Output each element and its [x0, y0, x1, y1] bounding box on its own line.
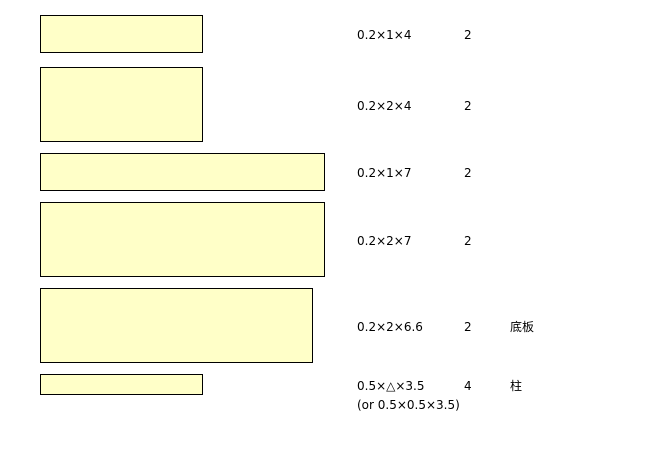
part-qty-6: 4 [464, 379, 472, 393]
part-dims-4: 0.2×2×7 [357, 234, 412, 248]
part-qty-5: 2 [464, 320, 472, 334]
part-dims-2: 0.2×2×4 [357, 99, 412, 113]
part-dims-5: 0.2×2×6.6 [357, 320, 423, 334]
board-panel-3 [40, 153, 325, 191]
board-panel-1 [40, 15, 203, 53]
part-qty-3: 2 [464, 166, 472, 180]
board-panel-5 [40, 288, 313, 363]
part-qty-2: 2 [464, 99, 472, 113]
part-dims-6: 0.5×△×3.5 [357, 379, 425, 393]
part-note-5: 底板 [510, 320, 535, 334]
part-note-6: 柱 [510, 379, 523, 393]
board-panel-4 [40, 202, 325, 277]
part-dims-3: 0.2×1×7 [357, 166, 412, 180]
board-panel-2 [40, 67, 203, 142]
part-alt-dims-6: (or 0.5×0.5×3.5) [357, 398, 460, 412]
part-dims-1: 0.2×1×4 [357, 28, 412, 42]
board-panel-6 [40, 374, 203, 395]
part-qty-4: 2 [464, 234, 472, 248]
part-qty-1: 2 [464, 28, 472, 42]
